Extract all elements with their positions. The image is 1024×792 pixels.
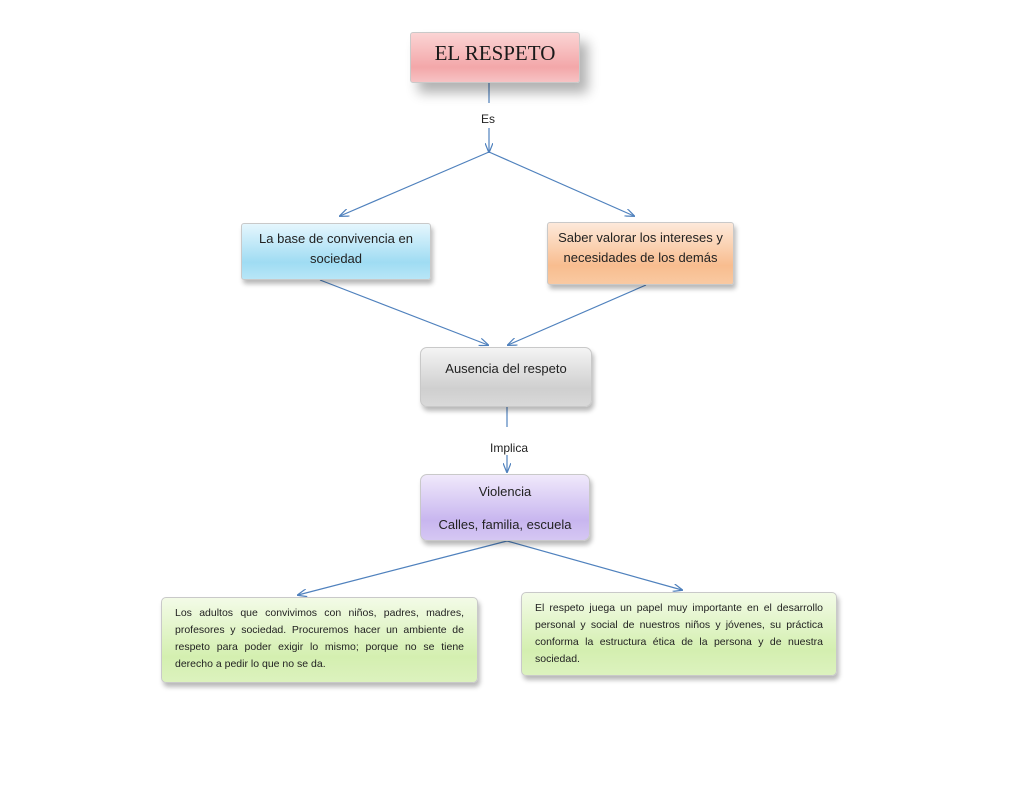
arrow-right-to-center [508, 284, 647, 345]
concept-right-text: Saber valorar los intereses y necesidade… [558, 230, 723, 265]
note-box-left: Los adultos que convivimos con niños, pa… [161, 597, 478, 683]
violence-places: Calles, familia, escuela [438, 517, 572, 532]
arrow-to-note-right [506, 540, 682, 590]
concept-center-text: Ausencia del respeto [445, 361, 567, 376]
note-right-text: El respeto juega un papel muy importante… [535, 602, 823, 665]
concept-box-left: La base de convivencia en sociedad [241, 223, 431, 280]
connector-label-es: Es [481, 112, 496, 126]
title-text: EL RESPETO [434, 41, 556, 65]
arrow-to-note-left [298, 540, 508, 595]
arrow-left-to-center [319, 279, 488, 345]
concept-box-center: Ausencia del respeto [420, 347, 592, 407]
connector-label-implica: Implica [490, 441, 529, 455]
note-box-right: El respeto juega un papel muy importante… [521, 592, 837, 676]
arrow-to-left-box [340, 151, 490, 216]
concept-box-right: Saber valorar los intereses y necesidade… [547, 222, 734, 285]
note-left-text: Los adultos que convivimos con niños, pa… [175, 607, 464, 670]
concept-left-text: La base de convivencia en sociedad [259, 231, 413, 266]
violence-title: Violencia [478, 484, 532, 499]
title-box: EL RESPETO [410, 32, 580, 83]
arrow-to-right-box [488, 151, 634, 216]
violence-box: Violencia Calles, familia, escuela [420, 474, 590, 541]
